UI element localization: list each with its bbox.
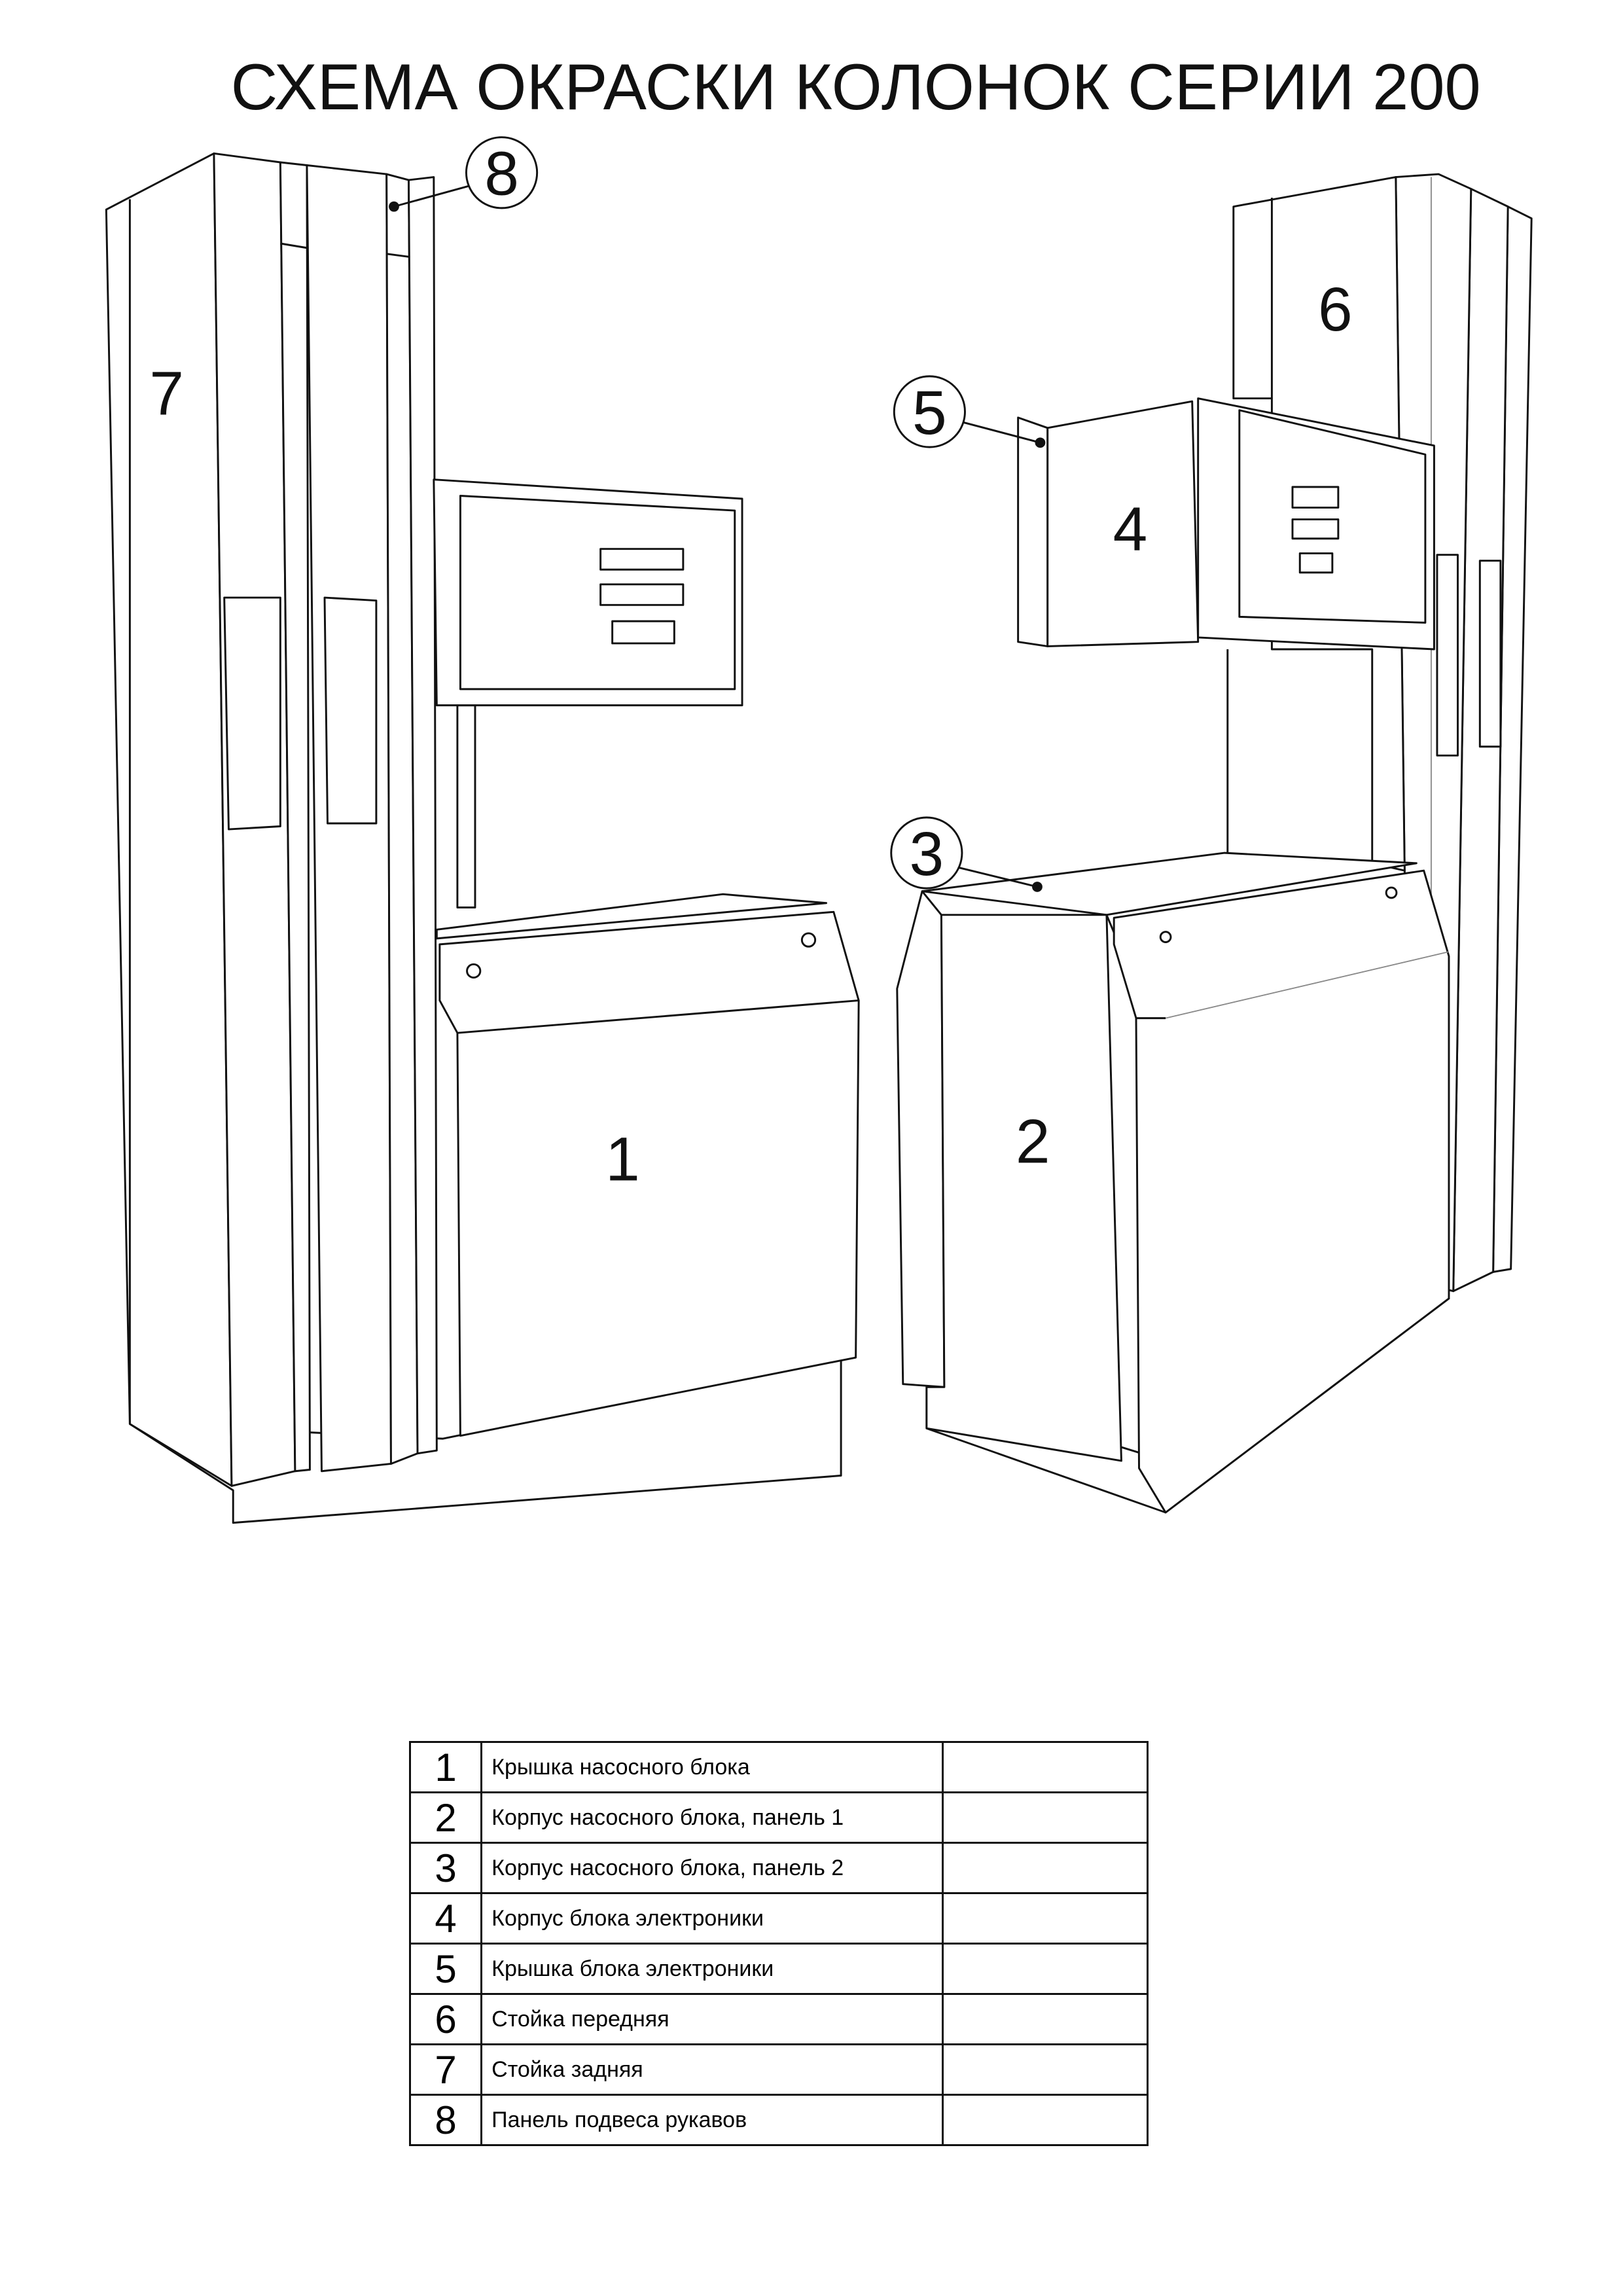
callout-8 <box>465 136 539 209</box>
part-number: 2 <box>408 1791 483 1844</box>
pump-body-side <box>896 890 946 1388</box>
left-display-screen <box>459 495 736 691</box>
color-cell <box>941 1791 1149 1844</box>
callout-3 <box>890 816 963 889</box>
color-cell <box>941 1842 1149 1894</box>
left-pump-top <box>435 893 828 940</box>
color-cell <box>941 1892 1149 1945</box>
pump-cover-1 <box>438 910 860 1437</box>
part-name: Крышка насосного блока <box>480 1741 944 1793</box>
pump-body-top <box>921 852 1418 916</box>
part-name: Панель подвеса рукавов <box>480 2094 944 2146</box>
label-3: 3 <box>910 819 944 889</box>
part-number: 5 <box>408 1943 483 1995</box>
label-1: 1 <box>605 1125 640 1194</box>
label-5: 5 <box>912 378 947 448</box>
color-cell <box>941 1993 1149 2045</box>
left-base <box>128 1356 842 1524</box>
callout-5 <box>893 375 966 448</box>
pump-body-panel-1 <box>925 914 1122 1462</box>
part-name: Стойка задняя <box>480 2043 944 2096</box>
slot <box>323 596 378 825</box>
slot <box>223 596 281 831</box>
label-2: 2 <box>1016 1107 1050 1177</box>
part-name: Корпус насосного блока, панель 2 <box>480 1842 944 1894</box>
part-name: Крышка блока электроники <box>480 1943 944 1995</box>
color-cell <box>941 2043 1149 2096</box>
part-number: 8 <box>408 2094 483 2146</box>
electronics-housing <box>1046 400 1200 647</box>
part-number: 1 <box>408 1741 483 1793</box>
part-number: 3 <box>408 1842 483 1894</box>
color-cell <box>941 1741 1149 1793</box>
part-number: 7 <box>408 2043 483 2096</box>
label-7: 7 <box>149 359 184 429</box>
part-number: 4 <box>408 1892 483 1945</box>
electronics-cover <box>1017 416 1049 647</box>
right-dispenser <box>896 173 1533 1514</box>
label-4: 4 <box>1113 495 1148 564</box>
callouts <box>389 136 1046 892</box>
part-name: Корпус насосного блока, панель 1 <box>480 1791 944 1844</box>
pump-body-front <box>1113 869 1450 1514</box>
part-name: Корпус блока электроники <box>480 1892 944 1945</box>
color-cell <box>941 1943 1149 1995</box>
part-name: Стойка передняя <box>480 1993 944 2045</box>
left-dispenser <box>105 152 860 1524</box>
page-title: СХЕМА ОКРАСКИ КОЛОНОК СЕРИИ 200 <box>231 51 1481 124</box>
color-cell <box>941 2094 1149 2146</box>
right-display-screen <box>1238 409 1427 624</box>
rear-post-side <box>105 152 233 1487</box>
label-8: 8 <box>484 139 519 209</box>
label-6: 6 <box>1318 275 1353 344</box>
part-number: 6 <box>408 1993 483 2045</box>
neck <box>456 704 476 908</box>
